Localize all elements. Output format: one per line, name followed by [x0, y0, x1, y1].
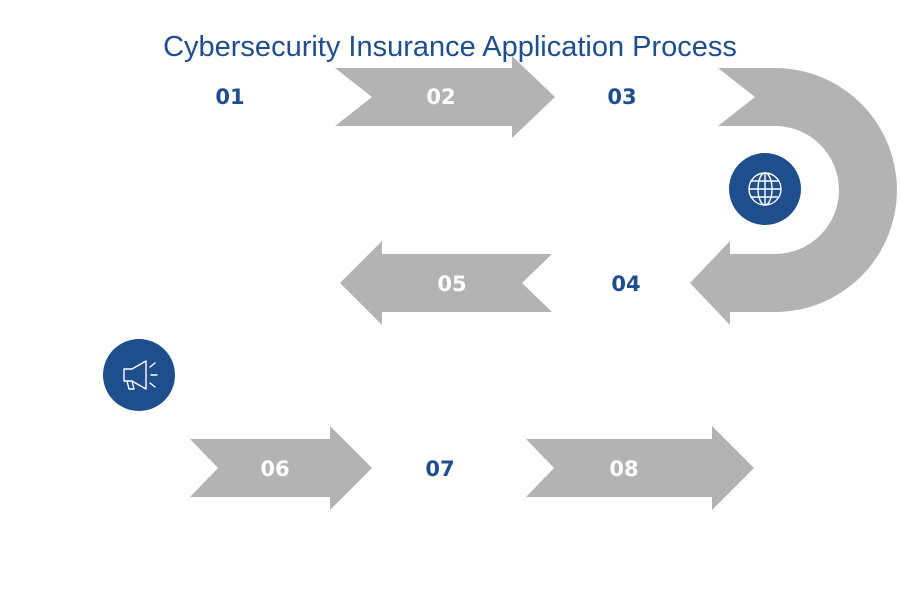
step-07-label: 07: [425, 457, 454, 481]
step-05-label: 05: [437, 272, 466, 296]
megaphone-icon: [123, 360, 158, 390]
step-04-label: 04: [611, 272, 640, 296]
step-02-arrow: [335, 56, 555, 138]
globe-badge: [729, 153, 801, 225]
megaphone-badge: [103, 339, 175, 411]
step-06-label: 06: [260, 457, 289, 481]
step-05-arrow: [340, 241, 552, 325]
step-02-label: 02: [426, 85, 455, 109]
diagram-title: Cybersecurity Insurance Application Proc…: [163, 31, 737, 63]
u-turn-arrow: [690, 68, 897, 325]
step-06-arrow: [190, 426, 372, 510]
step-01-label: 01: [215, 85, 244, 109]
step-08-arrow: [526, 426, 754, 510]
step-08-label: 08: [609, 457, 638, 481]
step-03-label: 03: [607, 85, 636, 109]
globe-icon: [748, 172, 782, 206]
